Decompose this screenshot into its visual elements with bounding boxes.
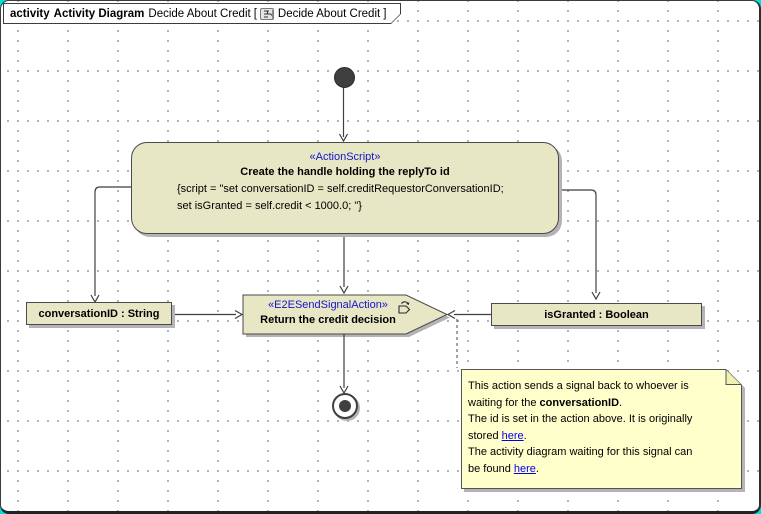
note-line: The id is set in the action above. It is… bbox=[468, 413, 693, 426]
activity-final-node[interactable] bbox=[332, 393, 358, 419]
activity-final-inner-dot bbox=[339, 400, 351, 412]
note-line: This action sends a signal back to whoev… bbox=[468, 380, 689, 392]
activity-diagram-icon bbox=[260, 7, 275, 21]
edge-isgranted-to-sendsignal[interactable] bbox=[446, 309, 491, 320]
edge-action-to-sendsignal[interactable] bbox=[339, 234, 349, 295]
object-node-isgranted[interactable]: isGranted : Boolean bbox=[491, 303, 702, 326]
comment-note[interactable]: This action sends a signal back to whoev… bbox=[461, 369, 742, 489]
action-node[interactable]: «ActionScript» Create the handle holding… bbox=[131, 142, 559, 234]
edge-action-to-conversationid[interactable] bbox=[90, 186, 131, 304]
action-stereotype: «ActionScript» bbox=[309, 151, 381, 163]
send-signal-node[interactable]: «E2ESendSignalAction» Return the credit … bbox=[245, 298, 411, 328]
send-signal-title: Return the credit decision bbox=[260, 314, 396, 326]
object-node-label: isGranted : Boolean bbox=[544, 308, 649, 321]
edge-conversationid-to-sendsignal[interactable] bbox=[172, 309, 244, 320]
frame-bracket-name: Decide About Credit bbox=[277, 7, 381, 20]
object-node-label: conversationID : String bbox=[38, 307, 160, 320]
signal-link-icon[interactable] bbox=[397, 300, 413, 316]
send-signal-stereotype: «E2ESendSignalAction» bbox=[268, 299, 388, 311]
note-hyperlink-found-here[interactable]: here bbox=[513, 462, 536, 475]
frame-type: Activity Diagram bbox=[53, 7, 145, 20]
action-title: Create the handle holding the replyTo id bbox=[240, 166, 450, 178]
note-line: The activity diagram waiting for this si… bbox=[468, 446, 693, 459]
edge-initial-to-action[interactable] bbox=[338, 87, 349, 143]
edge-action-to-isgranted[interactable] bbox=[558, 189, 601, 301]
initial-node[interactable] bbox=[334, 67, 355, 88]
note-bold-text: conversationID bbox=[539, 396, 620, 409]
note-line: stored here. bbox=[468, 429, 527, 442]
note-line: be found here. bbox=[468, 462, 539, 475]
action-script-line1: {script = "set conversationID = self.cre… bbox=[177, 183, 504, 195]
frame-keyword: activity bbox=[10, 7, 50, 20]
action-script-line2: set isGranted = self.credit < 1000.0; "} bbox=[177, 200, 362, 212]
note-hyperlink-stored-here[interactable]: here bbox=[501, 429, 524, 442]
bracket-close: ] bbox=[383, 7, 387, 20]
object-node-conversationid[interactable]: conversationID : String bbox=[26, 302, 172, 325]
note-fold-corner bbox=[725, 369, 742, 386]
note-line: waiting for the conversationID. bbox=[468, 396, 623, 409]
bracket-open: [ bbox=[253, 7, 257, 20]
frame-name: Decide About Credit bbox=[148, 7, 251, 20]
edge-sendsignal-to-final[interactable] bbox=[339, 334, 349, 395]
send-signal-shape[interactable] bbox=[242, 294, 449, 335]
